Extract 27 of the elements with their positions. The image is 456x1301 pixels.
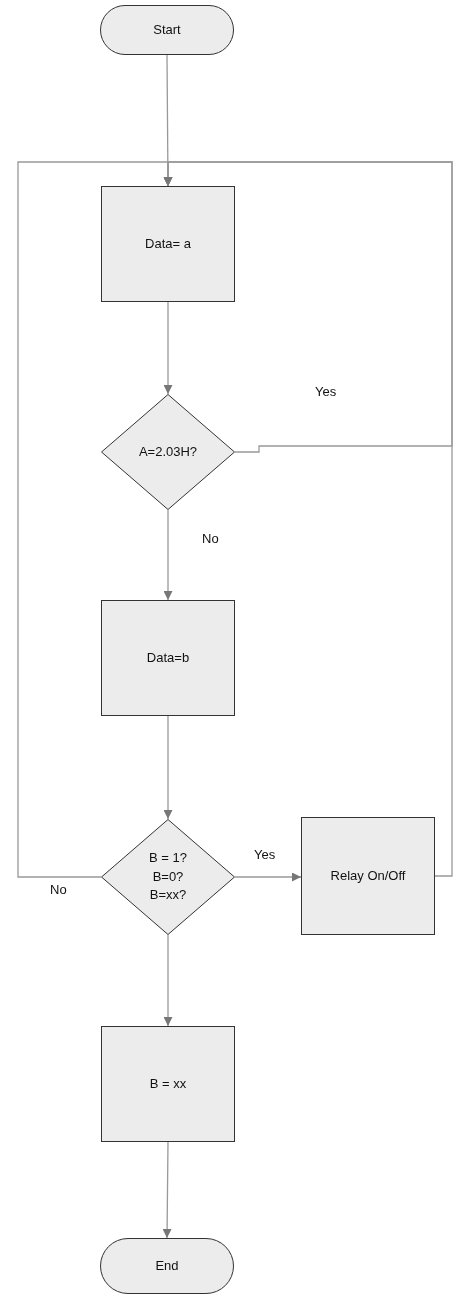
process-box bbox=[301, 817, 435, 935]
edge-label: No bbox=[200, 531, 221, 546]
node-text: End bbox=[155, 1256, 179, 1275]
arrow bbox=[163, 509, 173, 601]
arrow bbox=[163, 161, 453, 877]
arrow bbox=[163, 715, 173, 820]
node-text: B = 1? B=0? B=xx? bbox=[148, 848, 188, 905]
terminator-shape bbox=[100, 1238, 234, 1294]
arrow bbox=[163, 301, 173, 395]
decision-diamond bbox=[101, 819, 235, 935]
node-text: Relay On/Off bbox=[330, 866, 406, 885]
process-box bbox=[101, 186, 235, 302]
edge-label: Yes bbox=[313, 384, 339, 399]
edge-label: No bbox=[48, 882, 69, 897]
decision-diamond bbox=[101, 394, 235, 510]
node-text: Start bbox=[153, 20, 181, 39]
node-text: Data=b bbox=[146, 648, 190, 667]
node-text: B = xx bbox=[149, 1074, 187, 1093]
arrow bbox=[234, 872, 302, 882]
arrow bbox=[163, 934, 173, 1027]
node-text: A=2.03H? bbox=[138, 442, 198, 461]
process-box bbox=[101, 600, 235, 716]
edge-label: Yes bbox=[252, 847, 278, 862]
node-text: Data= a bbox=[145, 234, 191, 253]
terminator-shape bbox=[100, 5, 234, 55]
process-box bbox=[101, 1026, 235, 1142]
arrow bbox=[162, 1141, 172, 1239]
